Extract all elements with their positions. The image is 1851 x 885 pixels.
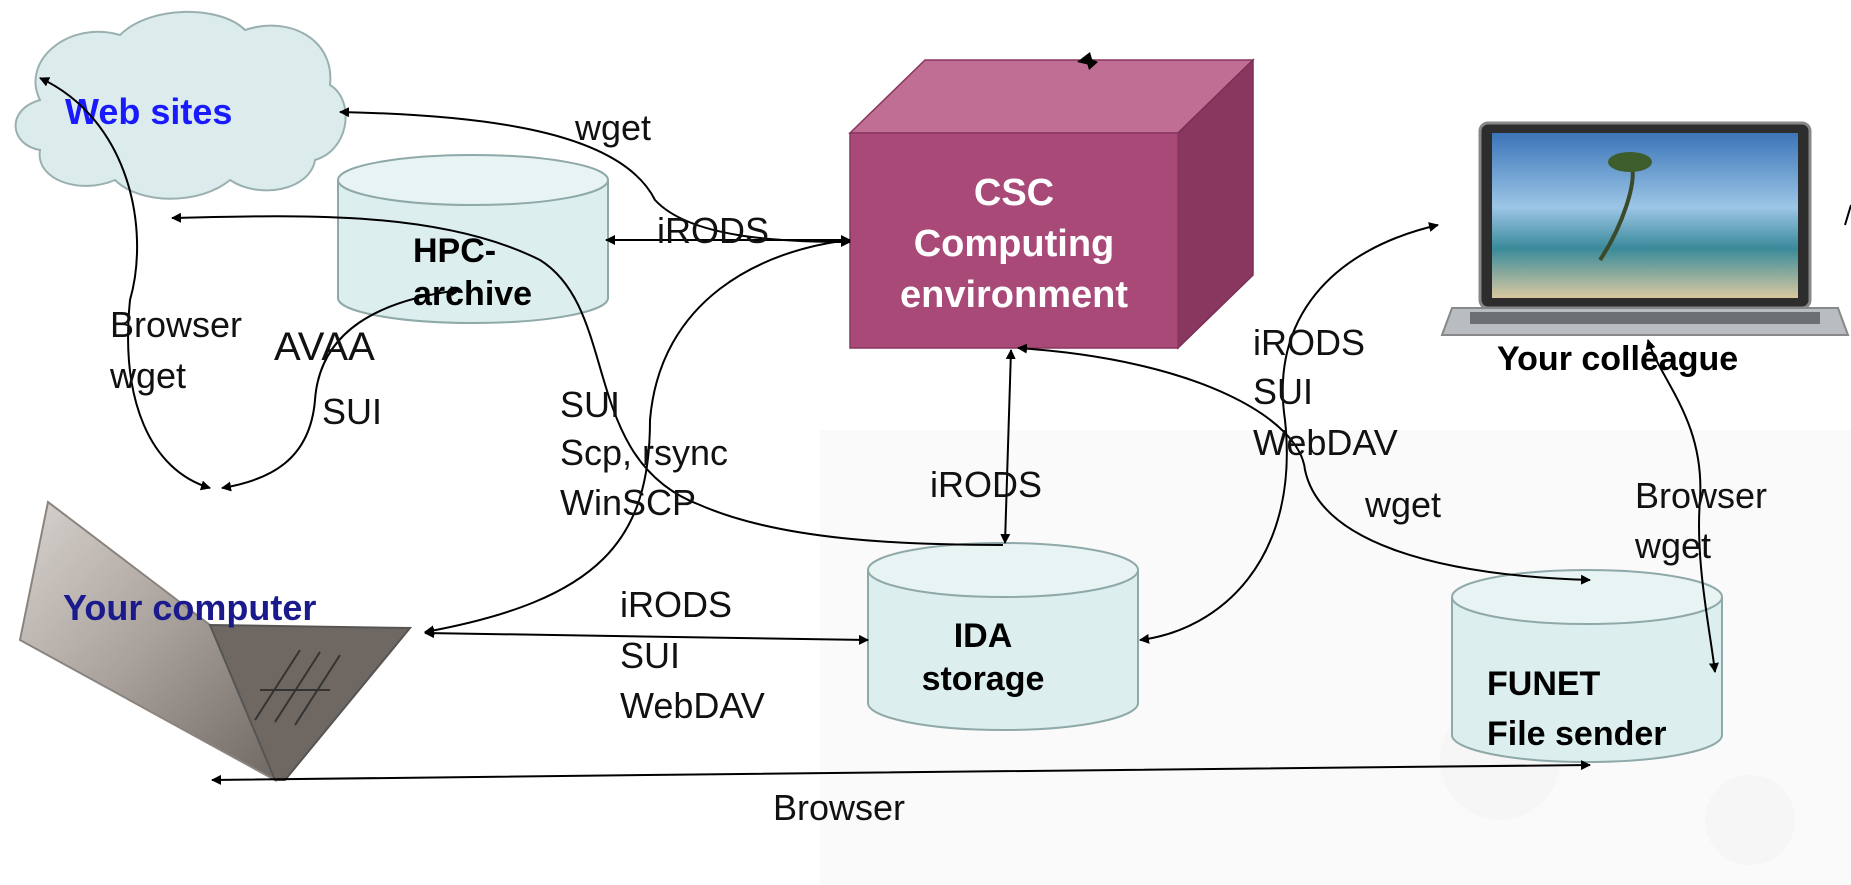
hpc-archive-node: HPC- archive (337, 154, 609, 324)
your-computer-label: Your computer (63, 587, 316, 628)
ida-label-2: storage (922, 660, 1045, 698)
cube-top-arrowheads (1077, 52, 1098, 70)
colleague-laptop: Your colleague (1440, 121, 1851, 378)
edge-label-wget-2: wget (109, 355, 186, 396)
csc-label-3: environment (900, 274, 1128, 316)
edge-labels: wget iRODS Browser wget AVAA SUI SUI Scp… (109, 107, 1767, 828)
cylinder-shape (867, 570, 1139, 731)
edge-label-irods-ida: iRODS (930, 464, 1042, 505)
edge-colleague-funet (1645, 339, 1719, 673)
edge-label-webdav-colleague: WebDAV (1253, 422, 1398, 463)
edge-label-sui: SUI (322, 391, 382, 432)
ida-storage-node: IDA storage (867, 542, 1139, 731)
funet-node: FUNET File sender (1451, 569, 1723, 763)
edge-label-sui-colleague: SUI (1253, 371, 1313, 412)
edge-web-computer (39, 77, 211, 491)
funet-label-1: FUNET (1487, 665, 1601, 703)
ida-label-1: IDA (954, 617, 1013, 655)
edge-label-wget: wget (574, 107, 651, 148)
edge-computer-funet (211, 760, 1591, 785)
csc-label-1: CSC (974, 172, 1054, 214)
edge-label-browser-bottom: Browser (773, 787, 905, 828)
edge-label-sui-2: SUI (560, 384, 620, 425)
edge-label-winscp: WinSCP (560, 482, 696, 523)
web-sites-node: Web sites (14, 10, 347, 200)
edge-label-scp: Scp, rsync (560, 432, 728, 473)
edge-label-browser: Browser (110, 304, 242, 345)
edge-label-wget-funet-2: wget (1634, 525, 1711, 566)
edge-computer-csc (424, 239, 851, 636)
edge-label-avaa: AVAA (274, 325, 375, 369)
edge-csc-ida (1000, 349, 1016, 544)
csc-node: CSC Computing environment (848, 58, 1255, 350)
csc-label-2: Computing (914, 223, 1115, 265)
edge-label-irods-colleague: iRODS (1253, 322, 1365, 363)
web-sites-label: Web sites (65, 91, 232, 132)
edge-label-wget-funet: wget (1364, 484, 1441, 525)
edge-hpc-computer (221, 286, 461, 492)
connectors (39, 77, 1719, 785)
edge-csc-funet (1017, 343, 1591, 585)
edge-web-ida (171, 212, 1004, 546)
edge-label-browser-funet: Browser (1635, 475, 1767, 516)
edge-label-irods-computer: iRODS (620, 584, 732, 625)
edge-label-sui-computer: SUI (620, 635, 680, 676)
edge-label-irods-hpc: iRODS (657, 210, 769, 251)
cube-front (849, 132, 1179, 349)
funet-label-2: File sender (1487, 715, 1667, 753)
edge-label-webdav-computer: WebDAV (620, 685, 765, 726)
your-computer-laptop: Your computer (18, 500, 413, 783)
edge-computer-ida (424, 628, 869, 645)
your-colleague-label: Your colleague (1497, 340, 1738, 378)
